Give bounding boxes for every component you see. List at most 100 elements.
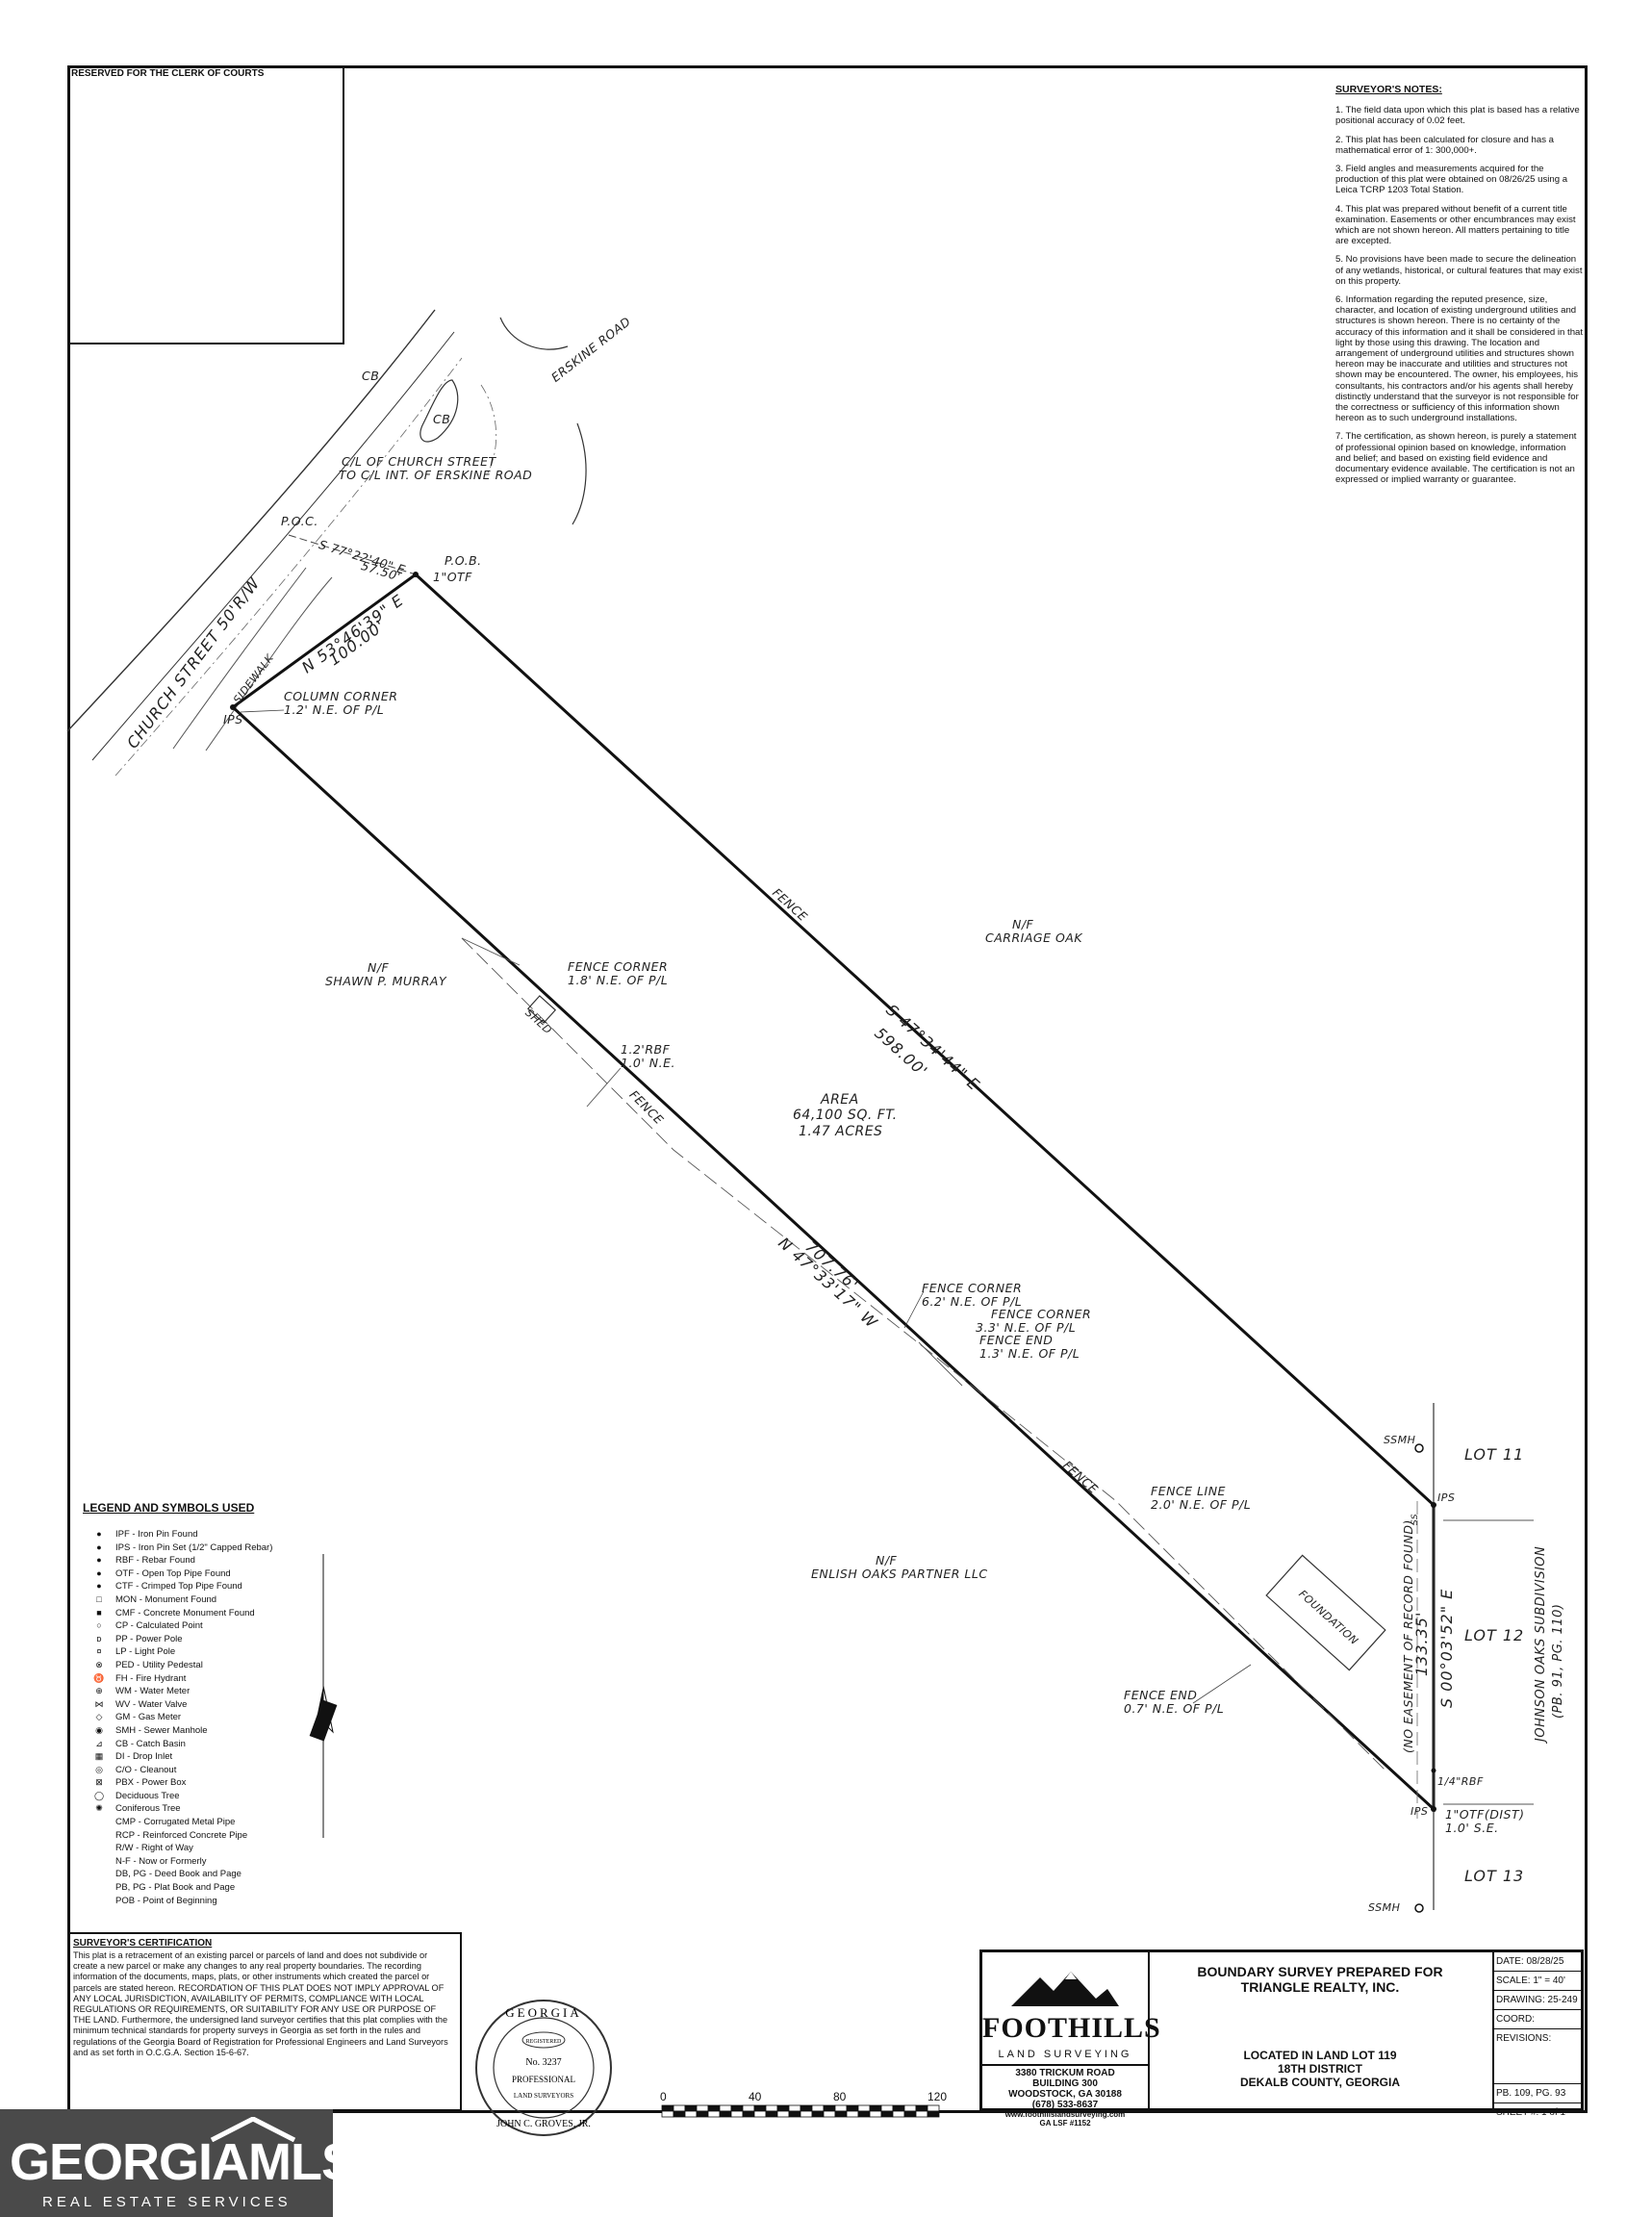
scale-segment	[834, 2110, 848, 2118]
address-line-2: BUILDING 300	[1032, 2078, 1098, 2089]
scale-segment	[846, 2104, 859, 2112]
legend-symbol-icon: ●	[96, 1529, 102, 1539]
legend-item: ●RBF - Rebar Found	[83, 1554, 323, 1567]
location-line-2: 18TH DISTRICT	[1277, 2062, 1362, 2076]
scale-segment	[811, 2110, 825, 2118]
legend-symbol-icon: ᴅ	[96, 1633, 102, 1644]
surveyor-seal: GEORGIA REGISTERED No. 3237 PROFESSIONAL…	[475, 2000, 612, 2136]
clerk-label: RESERVED FOR THE CLERK OF COURTS	[71, 68, 265, 79]
scale-segment	[707, 2104, 721, 2112]
nf-left-label: N/F	[368, 960, 390, 975]
legend-item: R/W - Right of Way	[83, 1842, 323, 1855]
legend-item: ⊗PED - Utility Pedestal	[83, 1659, 323, 1672]
legend-symbol-icon: ⋈	[94, 1698, 104, 1709]
notes-title: SURVEYOR'S NOTES:	[1335, 84, 1442, 95]
scale-segment	[880, 2104, 894, 2112]
legend-symbol-icon: ✺	[95, 1803, 103, 1814]
scale-segment	[903, 2104, 917, 2112]
scale-segment	[915, 2110, 928, 2118]
centerline-label-2: TO C/L INT. OF ERSKINE ROAD	[339, 468, 533, 482]
scale-segment	[776, 2104, 790, 2112]
certification-body: This plat is a retracement of an existin…	[73, 1950, 448, 2057]
nf-right-label: N/F	[1012, 917, 1034, 931]
legend-symbol-icon: ♉	[93, 1672, 105, 1683]
location-line-1: LOCATED IN LAND LOT 119	[1243, 2049, 1397, 2062]
rbf-label: 1.2'RBF	[621, 1042, 671, 1057]
surveyor-certification: SURVEYOR'S CERTIFICATION This plat is a …	[67, 1932, 462, 2111]
lot-13-label: LOT 13	[1464, 1867, 1525, 1885]
legend-item: DB, PG - Deed Book and Page	[83, 1868, 323, 1881]
cb-label: CB	[362, 369, 380, 383]
poc-label: P.O.C.	[281, 514, 318, 528]
legend-text: PBX - Power Box	[115, 1777, 187, 1789]
scale-segment	[811, 2104, 825, 2112]
legend: LEGEND AND SYMBOLS USED ●IPF - Iron Pin …	[83, 1501, 323, 1907]
pob-pin-label: 1"OTF	[433, 570, 472, 584]
georgiamls-watermark: GEORGIAMLS REAL ESTATE SERVICES	[0, 2109, 356, 2217]
legend-item: ⊠ PBX - Power Box	[83, 1776, 323, 1790]
scale-segment	[892, 2110, 905, 2118]
legend-symbol-icon: ⊠	[95, 1777, 103, 1788]
note-3: 3. Field angles and measurements acquire…	[1335, 164, 1568, 196]
legend-text: RBF - Rebar Found	[115, 1555, 195, 1567]
brand-name: GEORGIAMLS	[10, 2133, 356, 2191]
scale-segment	[800, 2104, 813, 2112]
fence-corner-1-offset: 1.8' N.E. OF P/L	[568, 973, 669, 987]
legend-item: ● IPF - Iron Pin Found	[83, 1528, 323, 1542]
address-line-3: WOODSTOCK, GA 30188	[1008, 2089, 1122, 2100]
nf-bottom-owner: ENLISH OAKS PARTNER LLC	[811, 1567, 988, 1581]
lot-11-label: LOT 11	[1464, 1445, 1525, 1464]
legend-item: ♉ FH - Fire Hydrant	[83, 1672, 323, 1686]
scale-segment	[846, 2110, 859, 2118]
legend-text: Coniferous Tree	[115, 1803, 181, 1815]
drawing-revisions: REVISIONS:	[1492, 2029, 1581, 2084]
fence-corner-1: FENCE CORNER	[568, 959, 669, 974]
scale-segment	[788, 2110, 801, 2118]
legend-text: CMP - Corrugated Metal Pipe	[115, 1817, 236, 1828]
legend-item: RCP - Reinforced Concrete Pipe	[83, 1829, 323, 1843]
seal-number: No. 3237	[525, 2057, 561, 2068]
legend-text: SMH - Sewer Manhole	[115, 1724, 208, 1736]
scale-segment	[696, 2104, 709, 2112]
legend-text: CB - Catch Basin	[115, 1738, 186, 1749]
seal-surveyors: LAND SURVEYORS	[514, 2092, 573, 2100]
scale-segment	[673, 2110, 686, 2118]
legend-item: ◇GM - Gas Meter	[83, 1711, 323, 1724]
surveyor-notes: SURVEYOR'S NOTES: 1. The field data upon…	[1335, 84, 1584, 494]
scale-segment	[857, 2104, 871, 2112]
legend-symbol-icon: ○	[96, 1620, 102, 1631]
scale-segment	[857, 2110, 871, 2118]
legend-symbol-icon: ◎	[95, 1764, 103, 1774]
fence-end-2: FENCE END	[1124, 1688, 1198, 1702]
scale-segment	[684, 2104, 698, 2112]
legend-text: FH - Fire Hydrant	[115, 1672, 187, 1684]
nf-bottom-label: N/F	[876, 1553, 898, 1567]
scale-segment	[742, 2104, 755, 2112]
ssmh-label: SSMH	[1384, 1434, 1416, 1446]
company-name: FOOTHILLS	[982, 2012, 1161, 2044]
scale-tick: 120	[928, 2090, 948, 2103]
scale-segment	[788, 2104, 801, 2112]
cb-label: CB	[433, 412, 451, 426]
legend-text: CTF - Crimped Top Pipe Found	[115, 1581, 242, 1593]
scale-segment	[869, 2104, 882, 2112]
scale-segments	[661, 2104, 940, 2118]
otf-offset: 1.0' S.E.	[1445, 1821, 1499, 1835]
legend-symbol-icon: ●	[96, 1581, 102, 1592]
legend-item: ●IPS - Iron Pin Set (1/2" Capped Rebar)	[83, 1542, 323, 1555]
nf-right-owner: CARRIAGE OAK	[985, 930, 1083, 945]
lot-12-label: LOT 12	[1464, 1626, 1525, 1644]
legend-item: ○CP - Calculated Point	[83, 1619, 323, 1633]
sheet-number: SHEET #: 1 of 1	[1496, 2107, 1566, 2118]
legend-item: ⊿CB - Catch Basin	[83, 1738, 323, 1751]
column-corner-offset: 1.2' N.E. OF P/L	[284, 702, 385, 717]
legend-symbol-icon: ◉	[95, 1724, 103, 1735]
legend-text: Deciduous Tree	[115, 1790, 180, 1801]
legend-text: IPF - Iron Pin Found	[115, 1529, 198, 1540]
scale-segment	[753, 2110, 767, 2118]
legend-text: WV - Water Valve	[115, 1698, 188, 1710]
drawing-coord: COORD:	[1492, 2010, 1581, 2029]
company-license: GA LSF #1152	[1039, 2119, 1091, 2128]
scale-bar	[661, 2104, 940, 2118]
scale-tick-labels: 0 40 80 120	[656, 2090, 954, 2103]
